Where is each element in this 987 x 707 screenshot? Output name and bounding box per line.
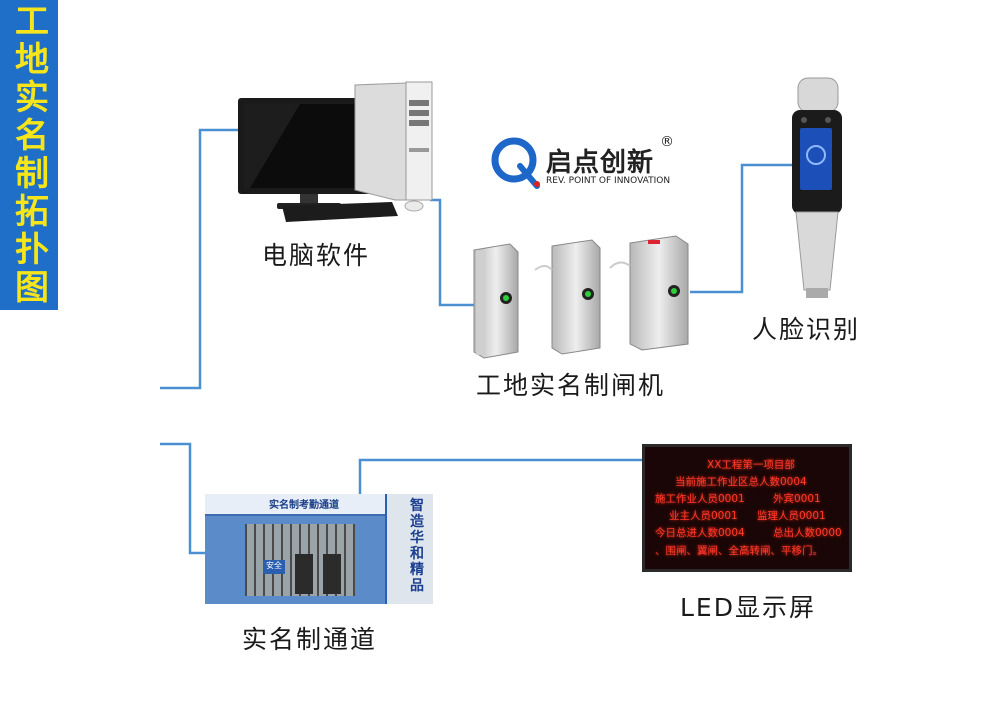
channel-sign: 安全 [263,560,285,574]
line-computer-to-gate [430,198,474,307]
logo-registered: ® [660,134,674,150]
led-line-6: 监理人员0001 [757,510,826,522]
led-line-8: 总出人数0000 [773,527,842,539]
logo-text-cn: 启点创新 [546,148,655,178]
line-gate-to-face [690,163,792,294]
topology-title-bar: 工地实名制拓扑图 [0,0,58,310]
line-title-to-channel [160,442,205,555]
label-led-screen: LED显示屏 [680,593,816,622]
led-screen: XX工程第一项目部 当前施工作业区总人数0004 施工作业人员0001 外宾00… [642,444,852,572]
line-title-to-computer [160,128,238,390]
led-line-7: 今日总进人数0004 [655,527,745,539]
label-channel: 实名制通道 [242,625,378,654]
led-line-1: XX工程第一项目部 [707,459,795,471]
label-computer-software: 电脑软件 [262,241,371,270]
led-line-5: 业主人员0001 [669,510,738,522]
channel-photo: 实名制考勤通道 安全 智 造 华 和 精 品 [205,494,433,604]
line-channel-to-led [358,458,642,500]
topology-title: 工地实名制拓扑图 [8,3,49,307]
label-face-recognition: 人脸识别 [752,315,861,344]
led-line-3: 施工作业人员0001 [655,493,745,505]
channel-side-board: 智 造 华 和 精 品 [410,498,424,594]
label-gate: 工地实名制闸机 [476,371,666,400]
channel-banner: 实名制考勤通道 [269,500,339,511]
led-line-4: 外宾0001 [773,493,821,505]
led-line-2: 当前施工作业区总人数0004 [675,476,807,488]
logo-text-en: REV. POINT OF INNOVATION [546,176,671,186]
led-line-9: 、围闸、翼闸、全高转闸、平移门。 [655,545,823,557]
